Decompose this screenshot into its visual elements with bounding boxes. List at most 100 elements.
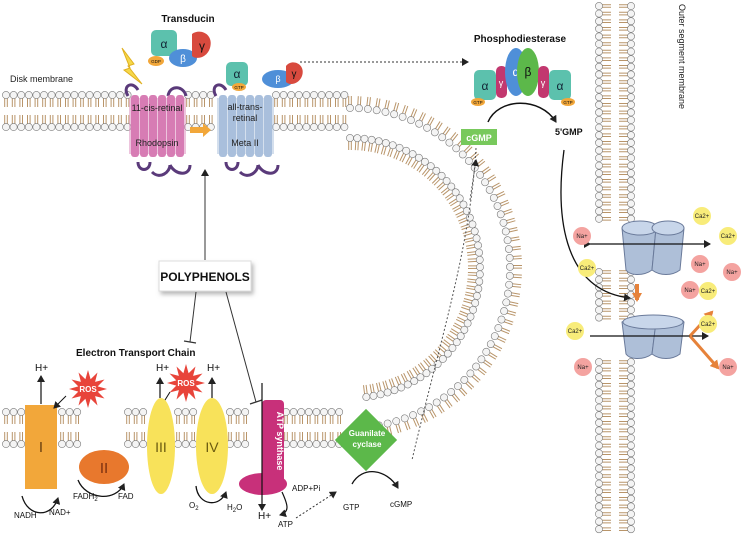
lipid	[116, 115, 124, 131]
lipid	[595, 184, 611, 193]
lipid	[595, 40, 611, 48]
lipid	[374, 137, 383, 154]
lipid	[9, 408, 18, 424]
lipid	[302, 115, 311, 131]
lipid	[595, 169, 611, 178]
lipid	[375, 382, 385, 399]
lipid	[619, 510, 635, 518]
complex-i-label: I	[39, 439, 43, 456]
lipid	[340, 115, 349, 131]
lipid	[226, 432, 234, 448]
lipid	[289, 432, 298, 448]
lipid	[619, 17, 635, 26]
lipid	[619, 464, 635, 473]
lipid	[55, 115, 64, 131]
lipid	[497, 315, 514, 326]
lipid	[595, 358, 611, 366]
pde-gamma-left: γ	[499, 78, 504, 88]
lipid	[619, 502, 635, 511]
lipid	[619, 403, 635, 412]
nadh-arrow	[21, 495, 61, 514]
lipid	[47, 91, 56, 107]
lipid	[447, 388, 461, 403]
orange-branch-down	[688, 335, 720, 370]
cgmp-box	[461, 129, 497, 145]
lipid	[2, 408, 10, 424]
lipid	[619, 298, 635, 307]
lipid	[294, 91, 303, 107]
gdp-label: GDP	[151, 59, 161, 64]
complex-ii-label: II	[100, 460, 108, 477]
lipid	[619, 9, 635, 18]
lipid	[619, 169, 635, 178]
light-bolt-icon	[121, 47, 143, 85]
lipid	[595, 502, 611, 511]
lipid	[108, 115, 117, 131]
pde-alpha-right: α	[557, 79, 564, 93]
lipid	[467, 263, 484, 271]
lipid	[325, 115, 334, 131]
lipid	[100, 115, 109, 131]
atp-synthase: ATP synthase	[239, 400, 287, 495]
lipid	[619, 123, 635, 132]
lipid	[55, 91, 64, 107]
lipid	[272, 91, 280, 107]
lipid	[78, 91, 86, 107]
lipid	[279, 115, 288, 131]
lipid	[619, 192, 635, 200]
lipid	[619, 2, 635, 10]
atp-label: ATP	[278, 520, 293, 529]
pde-beta: β	[525, 65, 532, 79]
lipid	[595, 472, 611, 480]
lipid	[312, 432, 321, 448]
ca-ion-label: Ca2+	[580, 266, 595, 272]
ca-ion: Ca2+	[578, 259, 596, 277]
lipid	[317, 115, 326, 131]
adp-pi-label: ADP+Pi	[292, 484, 320, 493]
lipid	[619, 24, 635, 33]
na-ion: Na+	[719, 358, 737, 376]
lipid	[310, 91, 318, 107]
ca-ion-label: Ca2+	[701, 322, 716, 328]
lipid	[619, 100, 635, 109]
lipid	[467, 255, 484, 264]
nadh-label: NADH	[14, 511, 37, 520]
lipid	[40, 91, 48, 107]
lipid	[124, 432, 132, 448]
lipid	[595, 365, 611, 374]
lipid	[24, 91, 33, 107]
lipid	[62, 115, 71, 131]
lipid	[369, 383, 378, 400]
lipid	[9, 432, 18, 448]
lipid	[287, 91, 296, 107]
gamma-subunit-label: γ	[199, 39, 205, 53]
lipid	[346, 134, 354, 150]
lipid	[619, 479, 635, 488]
lipid	[372, 98, 381, 115]
na-ion: Na+	[723, 263, 741, 281]
lipid	[78, 115, 86, 131]
lipid	[406, 369, 419, 385]
lipid	[233, 432, 242, 448]
lipid	[595, 108, 611, 117]
lipid	[595, 411, 611, 420]
lipid	[181, 408, 190, 424]
lipid	[619, 434, 635, 442]
lipid	[595, 199, 611, 208]
lipid	[241, 432, 250, 448]
phosphodiesterase-complex: Phosphodiesterase α γ α β γ α GTP GTP	[471, 34, 575, 106]
lipid	[58, 408, 66, 424]
lipid	[362, 384, 371, 401]
lipid	[441, 339, 457, 352]
lipid	[294, 115, 303, 131]
h-plus-label-4: H+	[258, 511, 271, 522]
lipid	[340, 91, 349, 107]
complex-iii-label: III	[155, 439, 167, 455]
lipid	[139, 408, 148, 424]
lipid	[595, 396, 611, 404]
lipid	[595, 449, 611, 458]
lipid	[595, 176, 611, 185]
ros-burst-2: ROS	[167, 364, 205, 402]
lipid	[423, 116, 435, 132]
lipid	[444, 188, 460, 201]
